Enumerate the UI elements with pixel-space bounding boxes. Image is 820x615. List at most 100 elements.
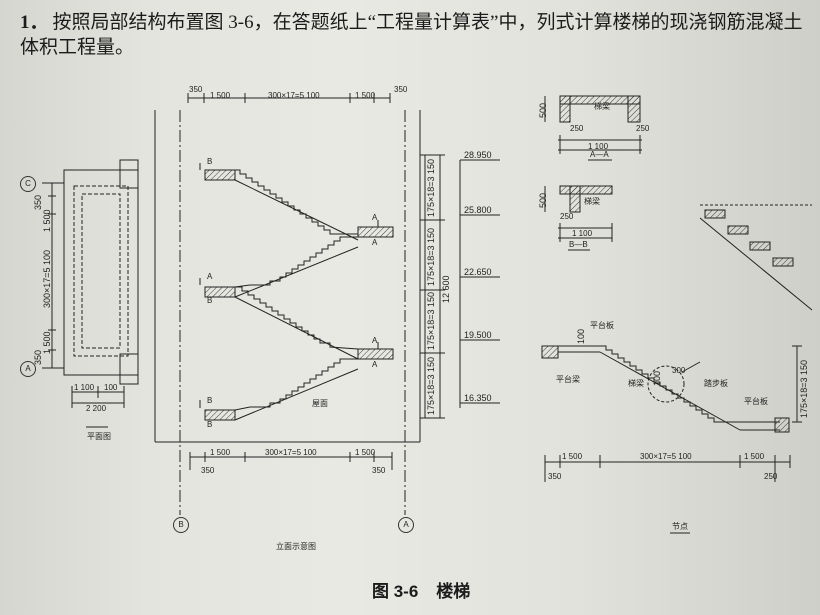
section-bb xyxy=(544,185,613,251)
riser-dim-4: 175×18=3 150 xyxy=(426,356,436,415)
node-landing-beam-label: 平台梁 xyxy=(556,375,580,384)
elev-top-dim-1500-left: 1 500 xyxy=(210,91,231,100)
aa-dim-250-right: 250 xyxy=(636,124,650,133)
flight-1-soffit xyxy=(234,179,359,241)
node-landing-beam xyxy=(541,345,559,359)
plan-inner-dashed-2 xyxy=(81,193,121,349)
elev-bottom-dim-1500-right: 1 500 xyxy=(355,448,376,457)
landing-4-right xyxy=(357,348,394,360)
question-body: 按照局部结构布置图 3-6，在答题纸上“工程量计算表”中，列式计算楼梯的现浇钢筋… xyxy=(20,12,803,58)
mark-b-3: B xyxy=(207,396,213,405)
elev-bottom-dim-1500-left: 1 500 xyxy=(210,448,231,457)
plan-caption: 平面图 xyxy=(87,432,111,441)
elev-top-dim-350-right: 350 xyxy=(394,85,408,94)
node-dim-350: 350 xyxy=(548,472,562,481)
aa-dim-250-left: 250 xyxy=(570,124,584,133)
elev-axis-a-marker: A xyxy=(398,517,414,533)
aa-caption: A—A xyxy=(590,150,609,159)
riser-dim-3: 175×18=3 150 xyxy=(426,291,436,350)
bb-caption: B—B xyxy=(569,240,588,249)
node-dim-300: 300 xyxy=(672,366,686,375)
node-detail xyxy=(541,345,802,534)
landing-top-left xyxy=(204,169,236,181)
plan-dim-1100: 1 100 xyxy=(74,383,95,392)
iso-sketch xyxy=(699,204,813,311)
aa-dim-1100: 1 100 xyxy=(588,142,609,151)
node-dim-1500-left: 1 500 xyxy=(562,452,583,461)
bb-beam xyxy=(569,185,581,213)
stair-flights xyxy=(234,169,359,421)
elevation-28950: 28.950 xyxy=(464,150,492,160)
elev-bottom-dim-steps: 300×17=5 100 xyxy=(265,448,317,457)
node-step-slab-label: 踏步板 xyxy=(704,379,728,388)
plan-view xyxy=(42,159,139,428)
plan-dim-350-bottom: 350 xyxy=(33,349,43,365)
plan-inner-dashed xyxy=(73,185,129,357)
riser-dim-2: 175×18=3 150 xyxy=(426,227,436,286)
node-landing-slab-label: 平台板 xyxy=(590,321,614,330)
plan-dim-steps: 300×17=5 100 xyxy=(42,249,52,308)
bb-dim-1100: 1 100 xyxy=(572,229,593,238)
elevation-caption: 立面示意图 xyxy=(276,542,316,551)
node-beam-right xyxy=(774,417,790,433)
elev-bottom-dim-350-right: 350 xyxy=(372,466,386,475)
mark-b-4: B xyxy=(207,420,213,429)
plan-beam-top xyxy=(119,159,139,189)
mark-a-2: A xyxy=(372,238,378,247)
elevation-19500: 19.500 xyxy=(464,330,492,340)
plan-axis-c-marker: C xyxy=(20,176,36,192)
elev-top-dim-1500-right: 1 500 xyxy=(355,91,376,100)
plan-outline xyxy=(63,169,139,376)
flight-4-soffit xyxy=(234,368,359,421)
elevation-25800: 25.800 xyxy=(464,205,492,215)
mark-a-1: A xyxy=(372,213,378,222)
landing-3-left xyxy=(204,286,236,298)
plan-beam-bottom xyxy=(119,353,139,385)
flight-4 xyxy=(234,358,358,411)
node-caption: 节点 xyxy=(672,522,688,531)
mark-b-2: B xyxy=(207,296,213,305)
riser-dim-1: 175×18=3 150 xyxy=(426,158,436,217)
elevation-16350: 16.350 xyxy=(464,393,492,403)
node-leader xyxy=(681,361,701,373)
bb-slab xyxy=(559,185,613,195)
node-circle xyxy=(647,365,685,403)
aa-beam-left xyxy=(559,95,571,123)
aa-beam-label: 梯梁 xyxy=(594,102,610,111)
mark-a-left: A xyxy=(207,272,213,281)
mark-b-1: B xyxy=(207,157,213,166)
node-flight-soffit xyxy=(599,351,741,431)
node-dim-steps: 300×17=5 100 xyxy=(640,452,692,461)
mark-a-4: A xyxy=(372,360,378,369)
flight-2 xyxy=(234,236,358,288)
flight-3 xyxy=(235,286,359,350)
plan-axis-a-marker: A xyxy=(20,361,36,377)
landing-2-right xyxy=(357,226,394,238)
question-number: 1． xyxy=(20,12,49,33)
aa-dim-500: 500 xyxy=(538,102,548,118)
plan-dim-1500-top: 1 500 xyxy=(42,209,52,232)
aa-beam-right xyxy=(627,95,641,123)
flight-2-soffit xyxy=(234,246,359,298)
section-aa xyxy=(544,95,642,161)
figure-name: 楼梯 xyxy=(436,582,471,601)
landing-bottom-left xyxy=(204,409,236,421)
bb-dim-500: 500 xyxy=(538,192,548,208)
plan-dim-1500-bottom: 1 500 xyxy=(42,331,52,354)
node-stair-beam-label: 梯梁 xyxy=(628,379,644,388)
node-landing-slab-label-2: 平台板 xyxy=(744,397,768,406)
floor-label: 屋面 xyxy=(312,399,328,408)
elevation-view xyxy=(154,93,500,515)
mark-a-3: A xyxy=(372,336,378,345)
question-text: 1．按照局部结构布置图 3-6，在答题纸上“工程量计算表”中，列式计算楼梯的现浇… xyxy=(20,10,810,60)
elevation-22650: 22.650 xyxy=(464,267,492,277)
plan-dim-350-top: 350 xyxy=(33,194,43,210)
node-dim-100: 100 xyxy=(576,328,586,344)
plan-dim-2200: 2 200 xyxy=(86,404,107,413)
plan-dim-100: 100 xyxy=(104,383,118,392)
node-dim-250: 250 xyxy=(764,472,778,481)
flight-3-soffit xyxy=(234,296,359,360)
